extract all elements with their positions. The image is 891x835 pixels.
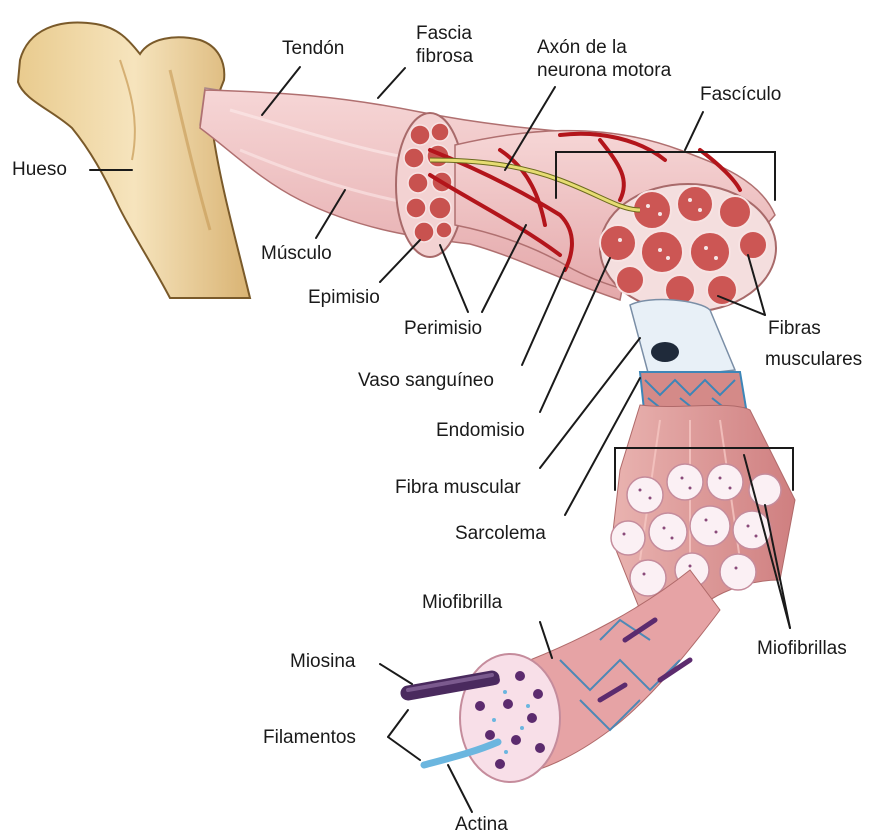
label-miofibrilla: Miofibrilla [422,592,502,614]
myofibril-end [460,654,560,782]
label-fibra-muscular: Fibra muscular [395,477,521,499]
label-fascia-fibrosa-line1: Fascia [416,23,472,45]
label-filamentos: Filamentos [263,727,356,749]
label-fibras-musculares-line1: Fibras [768,318,821,340]
label-axon-line1: Axón de la [537,37,627,59]
label-epimisio: Epimisio [308,287,380,309]
label-fasciculo: Fascículo [700,84,781,106]
label-axon-line2: neurona motora [537,60,671,82]
label-miofibrillas: Miofibrillas [757,638,847,660]
muscle-fiber-sleeve [630,300,735,380]
label-fibras-musculares-line2: musculares [765,349,862,371]
label-vaso-sanguineo: Vaso sanguíneo [358,370,494,392]
label-hueso: Hueso [12,159,67,181]
label-sarcolema: Sarcolema [455,523,546,545]
label-tendon: Tendón [282,38,344,60]
label-fascia-fibrosa-line2: fibrosa [416,46,473,68]
label-perimisio: Perimisio [404,318,482,340]
label-endomisio: Endomisio [436,420,525,442]
label-actina: Actina [455,814,508,835]
label-musculo: Músculo [261,243,332,265]
label-miosina: Miosina [290,651,355,673]
myofibril-ends [611,464,781,596]
